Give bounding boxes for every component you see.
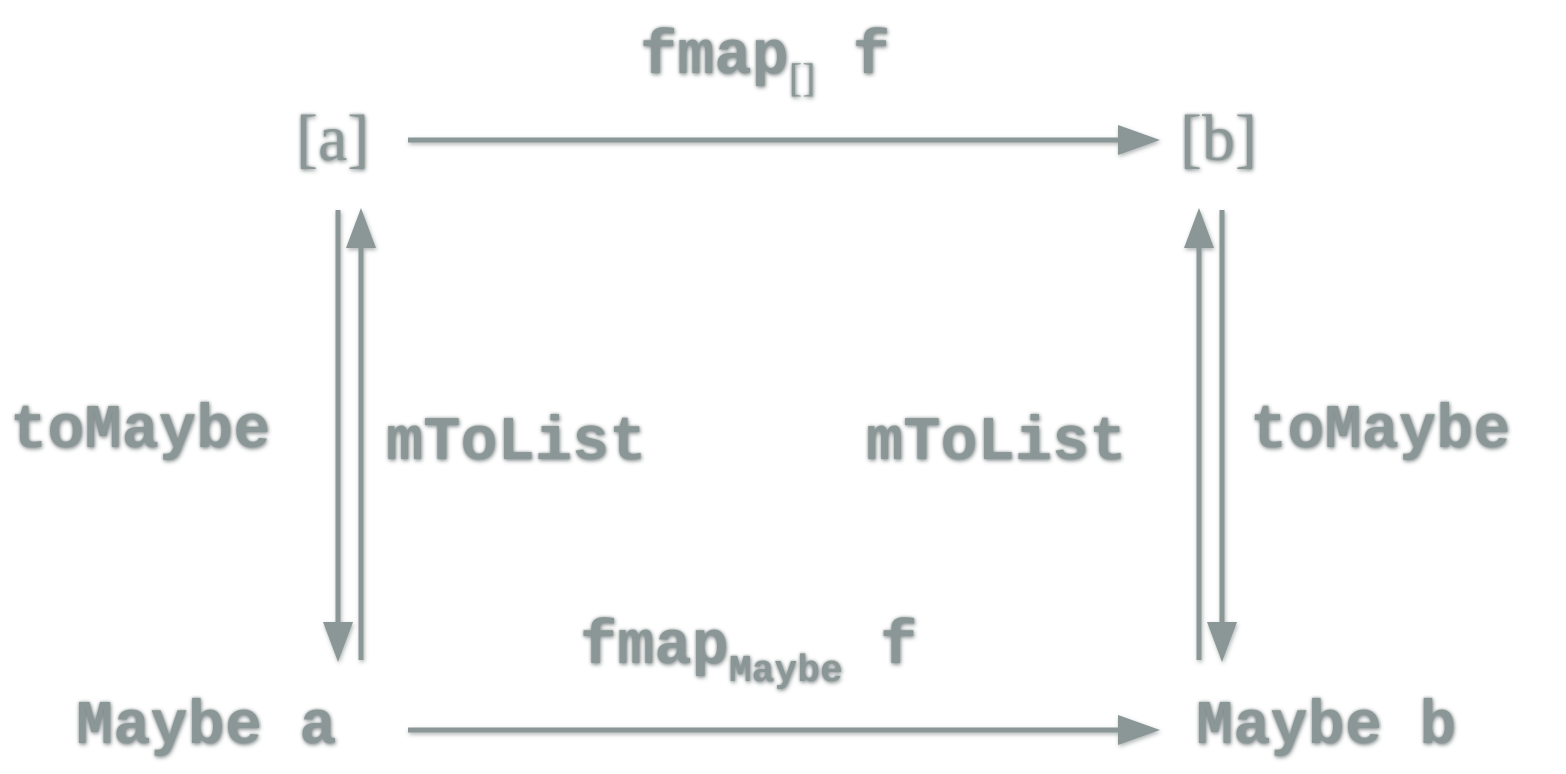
fmap-subscript-maybe: Maybe <box>728 650 843 693</box>
fmap-name: fmap <box>640 21 789 92</box>
node-list-b: [b] <box>1180 102 1257 175</box>
label-left-mtolist: mToList <box>386 407 647 478</box>
label-right-mtolist: mToList <box>866 407 1127 478</box>
arrow-fmap-list <box>408 125 1160 155</box>
label-left-tomaybe: toMaybe <box>10 395 271 466</box>
arrow-left-mtolist <box>346 208 376 660</box>
fmap-name: fmap <box>580 611 729 682</box>
arrow-right-tomaybe <box>1207 210 1237 662</box>
fmap-arg: f <box>852 21 890 92</box>
label-right-tomaybe: toMaybe <box>1250 395 1511 466</box>
arrow-left-tomaybe <box>323 210 353 662</box>
arrow-right-mtolist <box>1184 208 1214 660</box>
label-fmap-maybe: fmapMaybe f <box>580 616 917 691</box>
node-maybe-b: Maybe b <box>1196 691 1457 762</box>
arrow-fmap-maybe <box>408 715 1160 745</box>
label-fmap-list: fmap[] f <box>640 26 890 98</box>
node-maybe-a: Maybe a <box>76 691 337 762</box>
node-list-a: [a] <box>296 102 370 175</box>
fmap-arg: f <box>880 611 918 682</box>
fmap-subscript-list: [] <box>788 55 816 100</box>
